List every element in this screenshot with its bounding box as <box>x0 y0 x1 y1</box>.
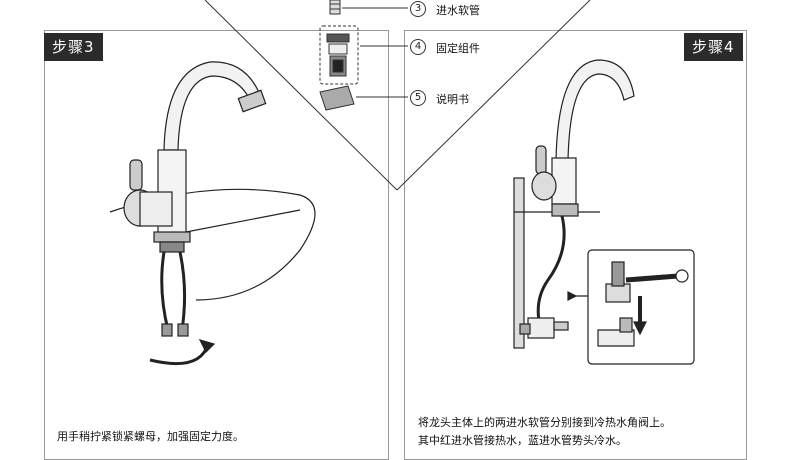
fixing-kit-icon <box>319 25 359 85</box>
step3-caption: 用手稍拧紧锁紧螺母，加强固定力度。 <box>57 430 244 443</box>
manual-icon <box>319 85 355 111</box>
part-number-3: 3 <box>410 1 426 17</box>
part-number-5: 5 <box>410 90 426 106</box>
step3-badge: 步骤3 <box>44 33 103 61</box>
part-number-4: 4 <box>410 39 426 55</box>
divider-diagonal-right <box>396 0 591 191</box>
part-label-hose: 进水软管 <box>436 4 480 17</box>
part-label-fixing-kit: 固定组件 <box>436 42 480 55</box>
step4-faucet-illustration <box>513 59 695 365</box>
step4-caption-line2: 其中红进水管接热水，蓝进水管势头冷水。 <box>418 434 627 447</box>
step4-badge: 步骤4 <box>684 33 743 61</box>
hose-part-icon <box>329 0 341 15</box>
divider-diagonal-left <box>204 0 398 191</box>
step3-faucet-illustration <box>109 61 316 366</box>
step4-caption-line1: 将龙头主体上的两进水软管分别接到冷热水角阀上。 <box>418 416 671 429</box>
part-label-manual: 说明书 <box>436 93 469 106</box>
